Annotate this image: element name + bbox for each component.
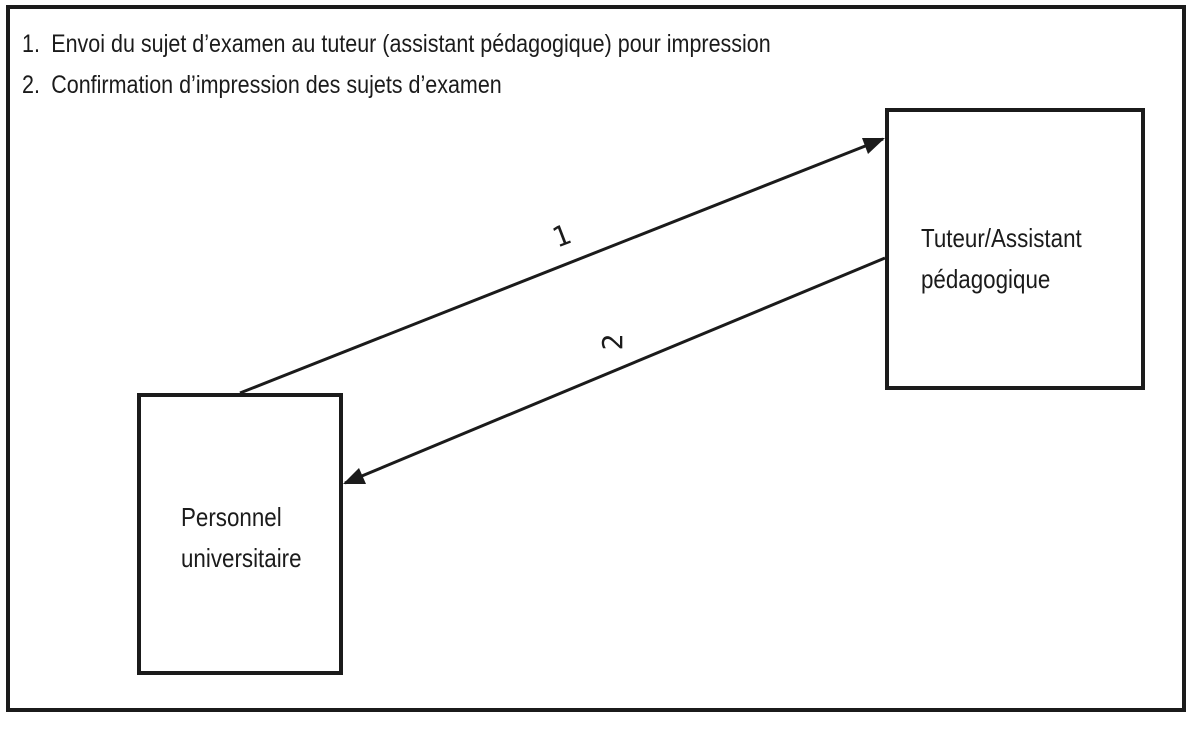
node-tutor-line2: pédagogique	[921, 264, 1051, 294]
legend-item-send: 1. Envoi du sujet d’examen au tuteur (ass…	[22, 24, 771, 65]
node-staff-label: Personnel universitaire	[181, 497, 302, 579]
legend-text: Confirmation d’impression des sujets d’e…	[51, 71, 502, 99]
legend: 1. Envoi du sujet d’examen au tuteur (ass…	[22, 24, 771, 106]
arrow-label-confirm: 2	[596, 334, 629, 351]
node-tutor: Tuteur/Assistant pédagogique	[885, 108, 1145, 390]
legend-number: 2.	[22, 71, 40, 99]
node-staff-line1: Personnel	[181, 502, 282, 532]
node-tutor-line1: Tuteur/Assistant	[921, 223, 1082, 253]
arrow-confirm	[344, 256, 886, 485]
legend-number: 1.	[22, 30, 40, 58]
node-tutor-label: Tuteur/Assistant pédagogique	[921, 218, 1082, 300]
arrowhead-send-icon	[862, 138, 885, 154]
arrowhead-confirm-icon	[343, 468, 366, 484]
node-staff-line2: universitaire	[181, 543, 302, 573]
arrow-label-send: 1	[548, 218, 576, 255]
node-staff: Personnel universitaire	[137, 393, 343, 675]
arrow-send	[239, 137, 884, 395]
legend-text: Envoi du sujet d’examen au tuteur (assis…	[51, 30, 771, 58]
legend-item-confirm: 2. Confirmation d’impression des sujets d…	[22, 65, 771, 106]
